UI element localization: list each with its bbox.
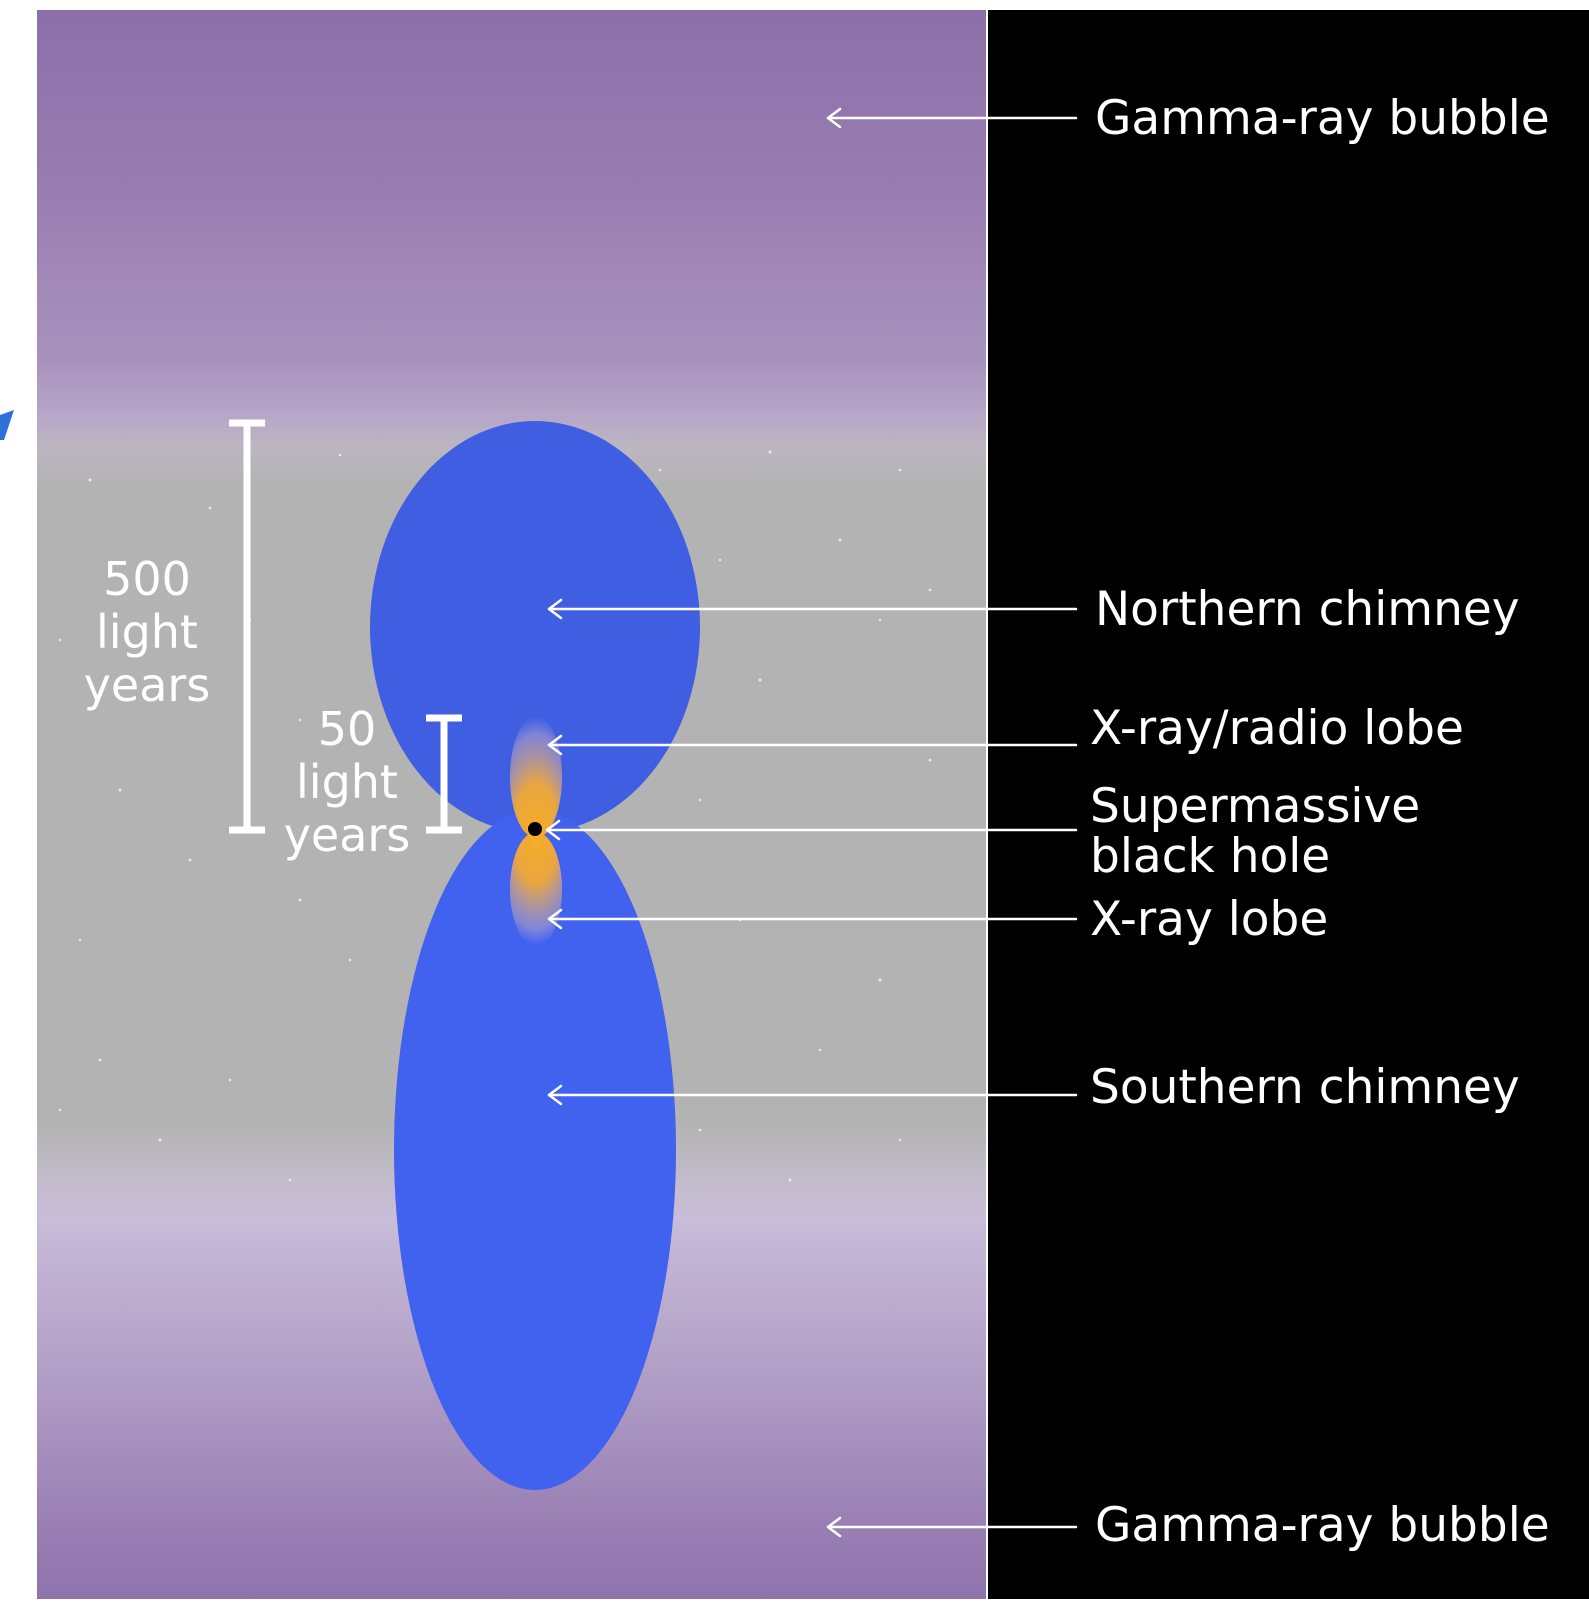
scale-bar-500 — [229, 419, 265, 834]
label-xray-radio-lobe: X-ray/radio lobe — [1090, 701, 1464, 756]
label-southern-chimney: Southern chimney — [1090, 1060, 1520, 1115]
label-gamma-top: Gamma-ray bubble — [1095, 91, 1550, 146]
label-black-hole-line2: black hole — [1090, 829, 1330, 884]
label-black-hole-line1: Supermassive — [1090, 779, 1420, 834]
callout-xray-radio-lobe — [547, 734, 1078, 756]
scale-500-unit-line1: light — [96, 605, 198, 659]
label-gamma-bottom: Gamma-ray bubble — [1095, 1498, 1550, 1553]
callout-northern-chimney — [547, 598, 1078, 620]
label-northern-chimney: Northern chimney — [1095, 582, 1520, 637]
callout-xray-lobe — [547, 908, 1078, 930]
xray-lobe-shape — [510, 832, 562, 946]
scale-50-value: 50 — [318, 702, 377, 756]
southern-chimney-shape — [394, 810, 676, 1490]
xray-radio-lobe-shape — [510, 716, 562, 838]
scale-500-value: 500 — [103, 552, 191, 606]
callout-southern-chimney — [547, 1084, 1078, 1106]
label-panel — [987, 10, 1589, 1599]
callout-black-hole — [545, 819, 1078, 841]
scale-50-unit-line1: light — [296, 755, 398, 809]
callout-gamma-top — [826, 107, 1078, 129]
black-hole-dot — [528, 822, 542, 836]
northern-chimney-shape — [370, 421, 700, 833]
corner-mark — [0, 410, 14, 440]
label-xray-lobe: X-ray lobe — [1090, 892, 1328, 947]
scale-500-unit-line2: years — [84, 658, 211, 712]
scale-50-unit-line2: years — [284, 808, 411, 862]
callout-gamma-bottom — [826, 1516, 1078, 1538]
scale-bar-50 — [426, 714, 462, 834]
